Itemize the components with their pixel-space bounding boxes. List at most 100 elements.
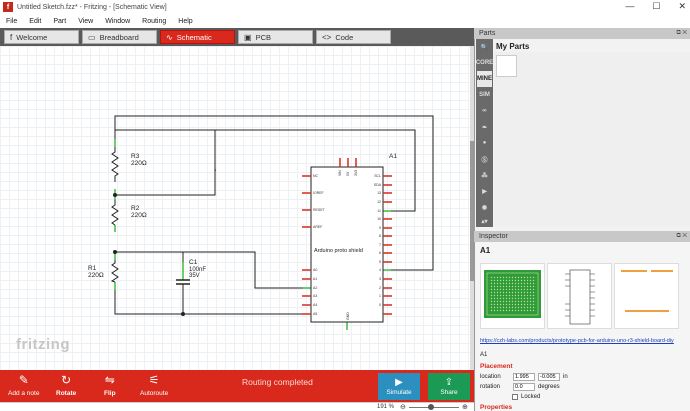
autoroute-button[interactable]: ⚟ Autoroute xyxy=(140,373,169,397)
zoom-level: 191 % xyxy=(377,404,395,410)
bottom-toolbar: ✎ Add a note ↻ Rotate ⇋ Flip ⚟ Autoroute… xyxy=(0,370,474,402)
tab-schematic[interactable]: ∿ Schematic xyxy=(160,30,235,44)
tab-label: Schematic xyxy=(176,32,212,42)
tab-code[interactable]: <> Code xyxy=(316,30,391,44)
minimize-button[interactable]: — xyxy=(625,1,635,11)
scrollbar-thumb[interactable] xyxy=(470,141,474,281)
share-button[interactable]: ⇪ Share xyxy=(428,373,470,400)
panel-float-close-icon[interactable]: ⧉ ✕ xyxy=(676,30,687,36)
a1-part[interactable]: Arduino proto shield NC IOREF RESET AREF… xyxy=(302,158,392,323)
add-note-button[interactable]: ✎ Add a note xyxy=(8,373,40,397)
tab-welcome[interactable]: f Welcome xyxy=(4,30,79,44)
c1-symbol[interactable] xyxy=(176,262,190,292)
adafruit-bin-icon[interactable]: ⁂ xyxy=(481,172,488,179)
vertical-scrollbar[interactable] xyxy=(470,46,474,370)
inspector-panel-header: Inspector ⧉ ✕ xyxy=(474,231,690,242)
parts-bin-tabs: 🔍 CORE MINE SIM ∞ ❧ ● Ⓢ ⁂ ▶ ◉ ▴▾ xyxy=(476,39,493,227)
zoom-slider[interactable] xyxy=(409,407,459,408)
zoom-in-icon[interactable]: ⊕ xyxy=(462,404,468,411)
location-unit[interactable]: in xyxy=(563,374,568,380)
wires xyxy=(114,115,434,330)
tab-label: Breadboard xyxy=(99,32,139,42)
location-x-input[interactable] xyxy=(513,373,535,381)
maximize-button[interactable]: ☐ xyxy=(652,1,661,11)
r2-value: 220Ω xyxy=(131,212,147,219)
contrib-bin-icon[interactable]: ∞ xyxy=(482,108,487,114)
r2-symbol[interactable] xyxy=(111,200,119,226)
parts-panel-header: Parts ⧉ ✕ xyxy=(474,28,690,39)
pin-label: SCL xyxy=(374,174,381,178)
pin-label: 5V xyxy=(346,171,350,176)
junction-dot xyxy=(181,312,185,316)
bin-round-icon[interactable]: ◉ xyxy=(481,204,488,211)
close-button[interactable]: ✕ xyxy=(678,1,686,11)
pin-label: 0 xyxy=(379,303,381,307)
locked-checkbox[interactable] xyxy=(512,394,518,400)
routing-status: Routing completed xyxy=(242,377,313,387)
pin-label: 8 xyxy=(379,234,381,238)
pin-label: 9 xyxy=(379,226,381,230)
pcb-icon: ▣ xyxy=(244,32,252,42)
play-icon: ▶ xyxy=(395,377,403,388)
zoom-out-icon[interactable]: ⊖ xyxy=(400,404,406,411)
menu-edit[interactable]: Edit xyxy=(29,17,42,25)
menu-part[interactable]: Part xyxy=(53,17,67,25)
empty-part-slot[interactable] xyxy=(496,55,517,77)
pin-label: 7 xyxy=(379,243,381,247)
menu-view[interactable]: View xyxy=(78,17,94,25)
c1-voltage: 35V xyxy=(189,273,200,279)
play-bin-icon[interactable]: ▶ xyxy=(482,188,487,195)
note-icon: ✎ xyxy=(18,373,29,387)
pin-label: GND xyxy=(346,312,350,320)
pin-label: 2 xyxy=(379,286,381,290)
autoroute-icon: ⚟ xyxy=(148,373,160,387)
r3-ref: R3 xyxy=(131,153,140,160)
simulate-button[interactable]: ▶ Simulate xyxy=(378,373,420,400)
menu-bar: File Edit Part View Window Routing Help xyxy=(0,14,690,28)
schematic-canvas[interactable]: R3 220Ω R2 220Ω R1 220Ω C1 100nF 35V xyxy=(0,46,470,370)
tab-pcb[interactable]: ▣ PCB xyxy=(238,30,313,44)
breadboard-icon: ▭ xyxy=(88,32,96,42)
pin-label: 10 xyxy=(377,217,381,221)
rotate-button[interactable]: ↻ Rotate xyxy=(56,373,77,397)
search-icon[interactable]: 🔍 xyxy=(480,44,489,51)
pin-label: IOREF xyxy=(313,191,324,195)
rotation-input[interactable] xyxy=(513,383,535,391)
zoom-slider-handle[interactable] xyxy=(428,404,434,410)
properties-section: Properties xyxy=(480,404,513,411)
pin-label: 13 xyxy=(377,191,381,195)
menu-window[interactable]: Window xyxy=(105,17,131,25)
pin-label: VIN xyxy=(338,170,342,176)
scroll-bins-icon[interactable]: ▴▾ xyxy=(481,218,488,225)
menu-routing[interactable]: Routing xyxy=(142,17,167,25)
bin-mine[interactable]: MINE xyxy=(477,71,492,87)
junction-dot xyxy=(113,250,117,254)
locked-row: Locked xyxy=(512,394,540,400)
menu-file[interactable]: File xyxy=(6,17,18,25)
schematic-icon: ∿ xyxy=(166,32,173,42)
seeed-bin-icon[interactable]: ❧ xyxy=(481,124,488,131)
tab-label: PCB xyxy=(255,32,271,42)
bin-sim[interactable]: SIM xyxy=(479,92,490,98)
placement-section: Placement xyxy=(480,363,513,370)
r3-symbol[interactable] xyxy=(111,147,119,182)
panel-float-close-icon[interactable]: ⧉ ✕ xyxy=(676,233,687,239)
location-y-input[interactable] xyxy=(538,373,560,381)
arduino-bin-icon[interactable]: Ⓢ xyxy=(481,157,488,164)
c1-ref: C1 xyxy=(189,259,198,266)
bin-core[interactable]: CORE xyxy=(475,60,494,66)
parts-bin-title: My Parts xyxy=(496,42,530,51)
pin-label: 3V3 xyxy=(354,170,358,176)
pin-label: 5 xyxy=(379,260,381,264)
part-url-link[interactable]: https://czh-labs.com/products/prototype-… xyxy=(480,338,674,344)
tab-breadboard[interactable]: ▭ Breadboard xyxy=(82,30,157,44)
view-tabs: f Welcome ▭ Breadboard ∿ Schematic ▣ PCB… xyxy=(0,28,474,46)
junction-dot xyxy=(113,193,117,197)
flip-button[interactable]: ⇋ Flip xyxy=(104,373,116,397)
r1-symbol[interactable] xyxy=(110,260,119,283)
parts-bin-area xyxy=(494,52,690,227)
location-row: location in xyxy=(480,373,568,381)
menu-help[interactable]: Help xyxy=(178,17,193,25)
sparkfun-bin-icon[interactable]: ● xyxy=(482,140,487,146)
pin-label: 12 xyxy=(377,200,381,204)
